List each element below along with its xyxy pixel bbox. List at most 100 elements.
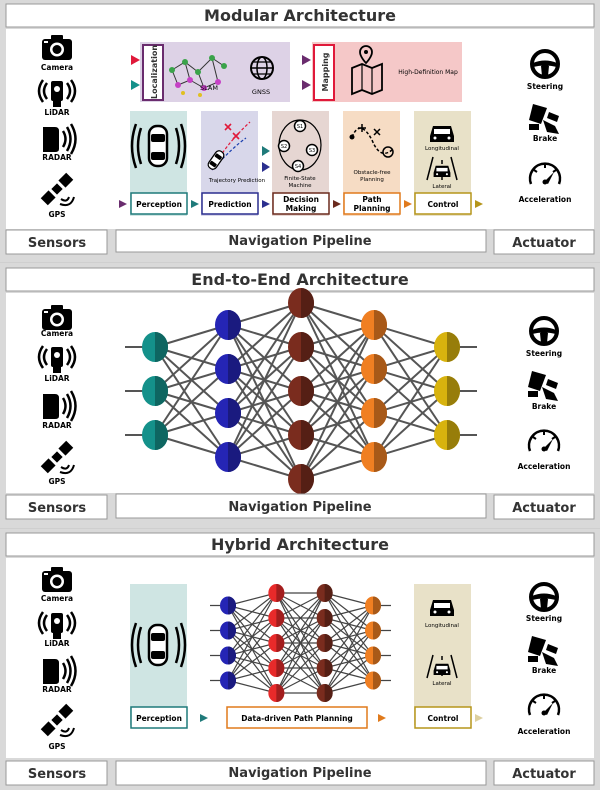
- nn-node-shade: [228, 646, 236, 665]
- perception-label: Perception: [136, 200, 182, 209]
- map-pin-icon: [351, 45, 383, 96]
- nn-connection: [300, 368, 375, 480]
- gnss-label: GNSS: [252, 88, 270, 96]
- sensor-label: Camera: [41, 329, 73, 338]
- sensor-label: Camera: [41, 63, 73, 72]
- actuator-label: Brake: [532, 402, 556, 411]
- perception-box: [130, 192, 188, 215]
- nn-node-shade: [276, 684, 285, 702]
- modular-title: Modular Architecture: [204, 6, 396, 25]
- nn-connection: [154, 324, 229, 436]
- nn-connection: [275, 592, 326, 644]
- actuator-label: Acceleration: [519, 195, 572, 204]
- state-machine-icon: S1 S2 S3 S4: [277, 119, 322, 173]
- sensors-label: Sensors: [28, 501, 87, 516]
- path-caption-1: Obstacle-free: [354, 170, 392, 176]
- actuator-label: Steering: [526, 349, 562, 358]
- nn-connection: [324, 605, 374, 669]
- sensor-label: GPS: [48, 477, 65, 486]
- nn-connection: [324, 605, 374, 694]
- e2e-title: End-to-End Architecture: [191, 270, 409, 289]
- end-to-end-neural-network: [125, 288, 477, 494]
- actuator-label-box: Actuator: [512, 236, 576, 251]
- nn-node-shade: [301, 420, 314, 450]
- svg-text:S4: S4: [295, 164, 301, 170]
- sensor-label: RADAR: [42, 153, 72, 162]
- car-front-icon: [430, 126, 454, 142]
- sensor-label: GPS: [48, 210, 65, 219]
- nn-connection: [227, 390, 302, 458]
- hybrid-title: Hybrid Architecture: [211, 535, 389, 554]
- nn-node-shade: [301, 332, 314, 362]
- actuator-label: Brake: [532, 666, 556, 675]
- control-label: Control: [427, 200, 458, 209]
- trajectory-icon: [205, 121, 251, 172]
- control-box: [414, 706, 472, 729]
- nn-node-shade: [228, 671, 236, 690]
- car-top-icon: [130, 622, 187, 668]
- nn-connection: [154, 368, 229, 436]
- nn-node-shade: [228, 596, 236, 615]
- hybrid-neural-network: [210, 584, 391, 702]
- nn-connection: [324, 592, 374, 607]
- control-longitudinal: Longitudinal: [425, 146, 459, 152]
- actuator-label: Brake: [533, 134, 557, 143]
- nn-node-shade: [324, 684, 333, 702]
- nn-node-shade: [228, 442, 241, 472]
- nn-node-shade: [228, 398, 241, 428]
- control-longitudinal: Longitudinal: [425, 623, 459, 629]
- nn-connection: [227, 679, 277, 694]
- control-label: Control: [427, 714, 458, 723]
- modular-actuators: Steering Brake Acceleration: [519, 49, 572, 204]
- car-front-icon: [430, 600, 454, 616]
- decision-label-1: Decision: [283, 195, 319, 204]
- slam-label: SLAM: [200, 84, 218, 92]
- nn-node-shade: [447, 420, 460, 450]
- svg-text:S3: S3: [309, 148, 315, 154]
- nn-node-shade: [374, 354, 387, 384]
- nn-connection: [227, 642, 277, 681]
- nn-node-shade: [276, 609, 285, 627]
- nn-connection: [300, 324, 375, 436]
- nn-node-shade: [324, 634, 333, 652]
- prediction-label: Prediction: [208, 200, 251, 209]
- nn-node-shade: [155, 332, 168, 362]
- path-label-1: Path: [362, 195, 381, 204]
- nn-node-shade: [373, 596, 381, 615]
- sensor-label: RADAR: [42, 421, 72, 430]
- nn-node-shade: [373, 646, 381, 665]
- nn-node-shade: [228, 310, 241, 340]
- nn-connection: [227, 302, 302, 370]
- prediction-caption: Trajectory Prediction: [208, 178, 266, 184]
- decision-caption-2: Machine: [288, 183, 312, 189]
- nn-connection: [227, 592, 277, 656]
- nn-node-shade: [373, 621, 381, 640]
- control-lateral: Lateral: [432, 681, 452, 687]
- perception-label: Perception: [136, 714, 182, 723]
- slam-nodes: [169, 55, 227, 97]
- hybrid-sensors: Camera LiDAR RADAR GPS: [37, 567, 77, 751]
- control-lateral: Lateral: [432, 184, 452, 190]
- sensor-label: LiDAR: [44, 374, 69, 383]
- nn-connection: [275, 592, 326, 694]
- nn-node-shade: [301, 376, 314, 406]
- path-caption-2: Planning: [360, 177, 384, 183]
- nn-node-shade: [228, 354, 241, 384]
- globe-icon: [250, 56, 274, 80]
- decision-label-2: Making: [286, 204, 317, 213]
- sensors-label: Sensors: [28, 236, 87, 251]
- planning-box: [226, 706, 368, 729]
- prediction-box: [201, 192, 259, 215]
- lane-car-icon: [426, 654, 458, 679]
- nn-connection: [227, 592, 277, 681]
- hd-map-label: High-Definition Map: [398, 69, 458, 76]
- nn-connection: [275, 642, 326, 694]
- nn-connection: [227, 592, 277, 631]
- nn-node-shade: [228, 621, 236, 640]
- svg-text:S2: S2: [281, 144, 287, 150]
- path-planning-box: [343, 192, 401, 215]
- nn-connection: [324, 655, 374, 694]
- nn-connection: [227, 302, 302, 458]
- pipeline-label: Navigation Pipeline: [228, 766, 371, 781]
- path-plan-icon: [349, 124, 394, 158]
